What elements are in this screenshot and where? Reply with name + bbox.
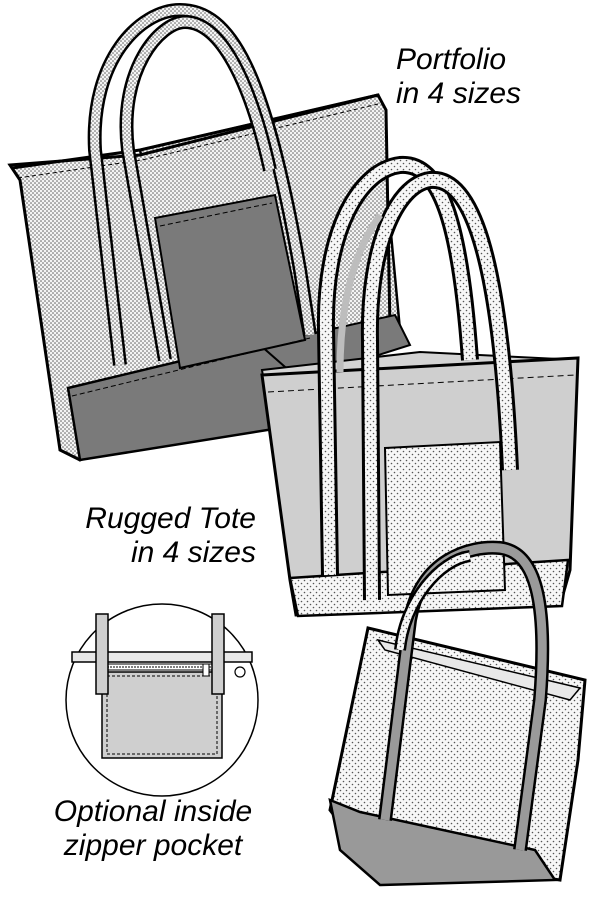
zipper-pocket-caption-line1: Optional inside — [53, 795, 253, 828]
zipper-pocket-caption-line2: zipper pocket — [63, 829, 243, 862]
rugged-tote-caption: Rugged Tote in 4 sizes — [50, 502, 256, 570]
portfolio-caption-line1: Portfolio — [396, 43, 507, 76]
zipper-pocket-caption: Optional inside zipper pocket — [22, 795, 284, 863]
zipper-pocket-inset — [65, 603, 259, 797]
rugged-tote-caption-line1: Rugged Tote — [85, 502, 256, 535]
rugged-tote-caption-line2: in 4 sizes — [130, 536, 256, 569]
portfolio-caption-line2: in 4 sizes — [396, 77, 522, 110]
rugged-tote-small-illustration — [328, 540, 587, 887]
portfolio-caption: Portfolio in 4 sizes — [396, 43, 521, 111]
